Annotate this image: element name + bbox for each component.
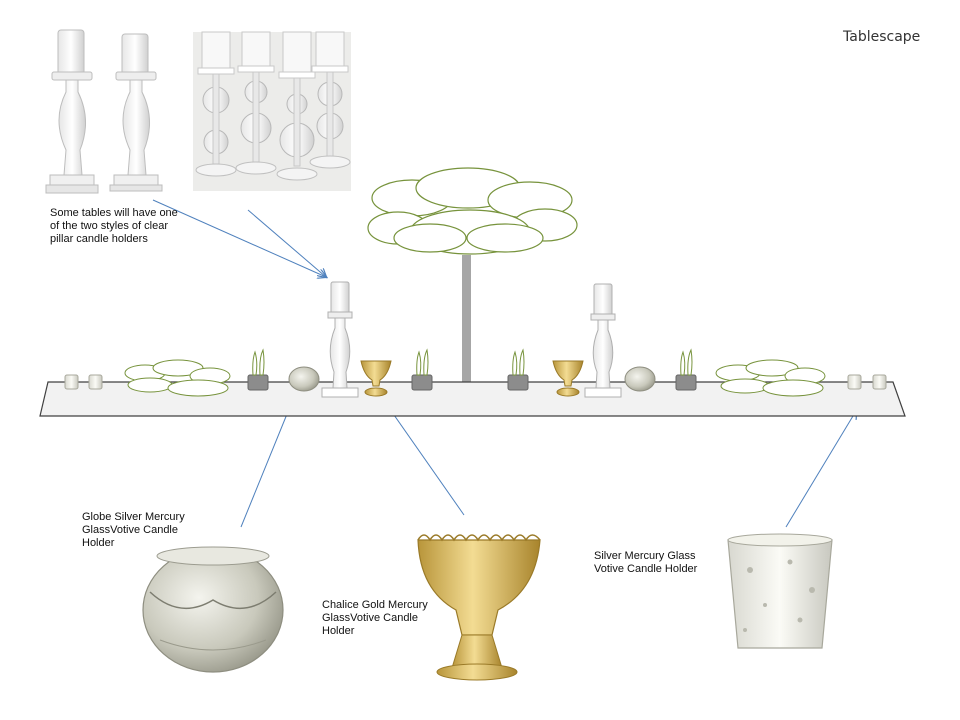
pillar-holder-photo-left (45, 29, 99, 194)
arrow-pillar-photo (247, 209, 326, 277)
photo-globe-votive (142, 546, 284, 673)
photo-pillar-holders-set (193, 31, 351, 191)
chalice-gold-table-left (360, 360, 392, 397)
grass-planter-4 (675, 348, 697, 391)
votive-small-3 (847, 374, 862, 390)
greenery-right (715, 359, 826, 397)
note-globe-votive: Globe Silver Mercury GlassVotive Candle … (82, 511, 185, 549)
photo-silver-votive (727, 533, 833, 649)
chalice-gold-table-right (552, 360, 584, 397)
globe-votive-table (288, 366, 320, 392)
centerpiece-tree (367, 167, 578, 400)
grass-planter-1 (247, 348, 269, 391)
votive-small-1 (64, 374, 79, 390)
votive-small-2 (88, 374, 103, 390)
pillar-holder-photo-right (109, 33, 163, 192)
ball-holder-1 (195, 31, 237, 177)
grass-planter-3 (507, 348, 529, 391)
arrow-pillar-note (152, 199, 326, 277)
pillar-holder-table-right (584, 283, 622, 398)
ball-holder-4 (309, 31, 351, 169)
photo-pillar-holders-pair (45, 29, 163, 194)
note-silver-votive: Silver Mercury Glass Votive Candle Holde… (594, 550, 698, 575)
note-chalice-votive: Chalice Gold Mercury GlassVotive Candle … (322, 599, 428, 637)
pillar-holder-table-left (321, 281, 359, 398)
table-items (64, 281, 887, 398)
ball-holder-2 (235, 31, 277, 175)
ball-holder-3 (276, 31, 318, 181)
photo-chalice-votive (417, 534, 541, 681)
note-pillar-holders: Some tables will have one of the two sty… (50, 207, 178, 245)
greenery-left (124, 359, 231, 397)
globe-votive-table-right (624, 366, 656, 392)
grass-planter-2 (411, 348, 433, 391)
arrow-silver (785, 411, 856, 528)
votive-small-4 (872, 374, 887, 390)
slide-title: Tablescape (843, 29, 921, 45)
